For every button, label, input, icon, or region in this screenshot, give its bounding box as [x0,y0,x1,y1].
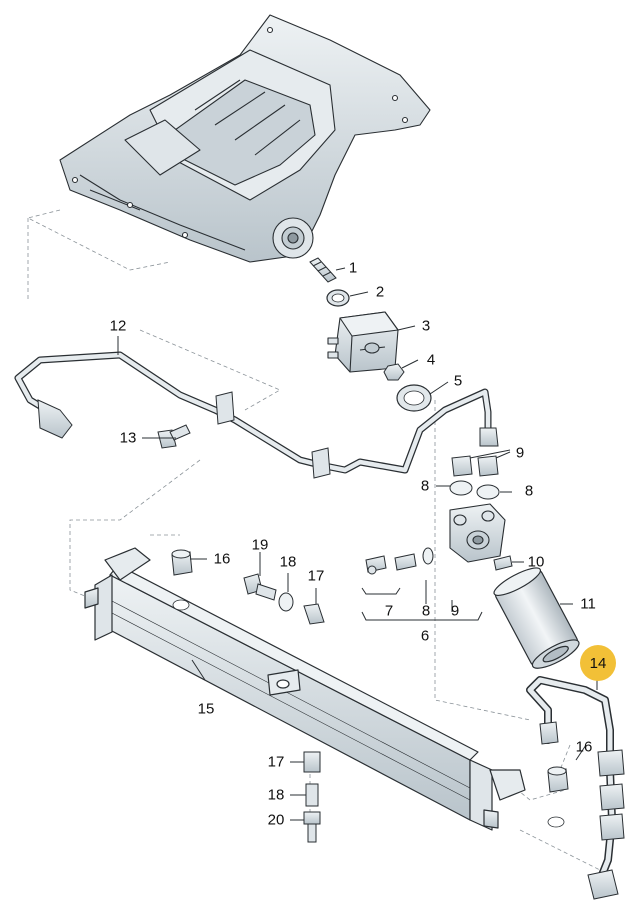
seal-ring-part-8-right [476,484,500,500]
oil-hose-14-fittings [539,721,625,900]
bolt-part-13 [157,424,191,449]
oil-hose-part-14 [526,676,616,884]
washer-part-18-upper [278,592,294,612]
seal-ring-part-8-lower [422,547,434,565]
seal-ring-5-inner [403,390,425,406]
callout-15: 15 [197,700,215,718]
oil-pipe-part-12 [14,351,492,474]
callout-19: 19 [251,536,269,554]
callout-8-upper-right: 8 [524,482,534,500]
seal-ring-inner [331,293,345,303]
mount-hole-left [172,599,190,611]
mount-rubber-part-16-left [171,549,193,576]
oil-cooler-part-15 [84,547,526,831]
flange-part-3 [327,311,399,373]
callout-18-lower: 18 [267,786,285,804]
callout-13: 13 [119,429,137,447]
callout-6: 6 [420,627,430,645]
callout-16-right: 16 [575,738,593,756]
callout-18-upper: 18 [279,553,297,571]
union-fittings-part-9 [451,455,499,477]
bolt-part-1 [309,257,337,283]
callout-9-lower: 9 [450,602,460,620]
callout-10: 10 [527,553,545,571]
callout-12: 12 [109,317,127,335]
callout-5: 5 [453,372,463,390]
valve-parts-7 [365,553,417,575]
oil-filter-part-11 [493,567,580,669]
callout-7: 7 [384,602,394,620]
mount-rubber-part-16-right [547,766,569,793]
bush-part-17-upper [303,603,325,625]
callout-2: 2 [375,283,385,301]
callout-17-lower: 17 [267,753,285,771]
mount-hole-right [547,816,565,828]
callout-14-highlighted: 14 [589,654,607,672]
nut-part-4 [383,363,405,381]
callout-20: 20 [267,811,285,829]
callout-9-upper: 9 [515,444,525,462]
bolt-part-19 [243,573,277,601]
callout-17-upper: 17 [307,567,325,585]
bolt-part-20 [303,811,321,843]
callout-3: 3 [421,317,431,335]
callout-leader-lines [117,267,598,821]
sensor-part-10 [493,555,513,571]
callout-16-left: 16 [213,550,231,568]
highlight-circle-14 [580,645,616,681]
callout-8-lower: 8 [421,602,431,620]
bush-part-17-lower [303,751,321,773]
filter-housing-part-6 [449,503,506,563]
oil-pipe-12-fittings [37,391,499,479]
group-brackets [361,587,483,621]
callout-11: 11 [580,595,596,613]
oil-pan [59,14,431,263]
callout-8-upper-left: 8 [420,477,430,495]
washer-part-18-lower [305,783,319,807]
seal-ring-part-8-left [449,480,473,496]
callout-4: 4 [426,351,436,369]
callout-1: 1 [348,259,358,277]
